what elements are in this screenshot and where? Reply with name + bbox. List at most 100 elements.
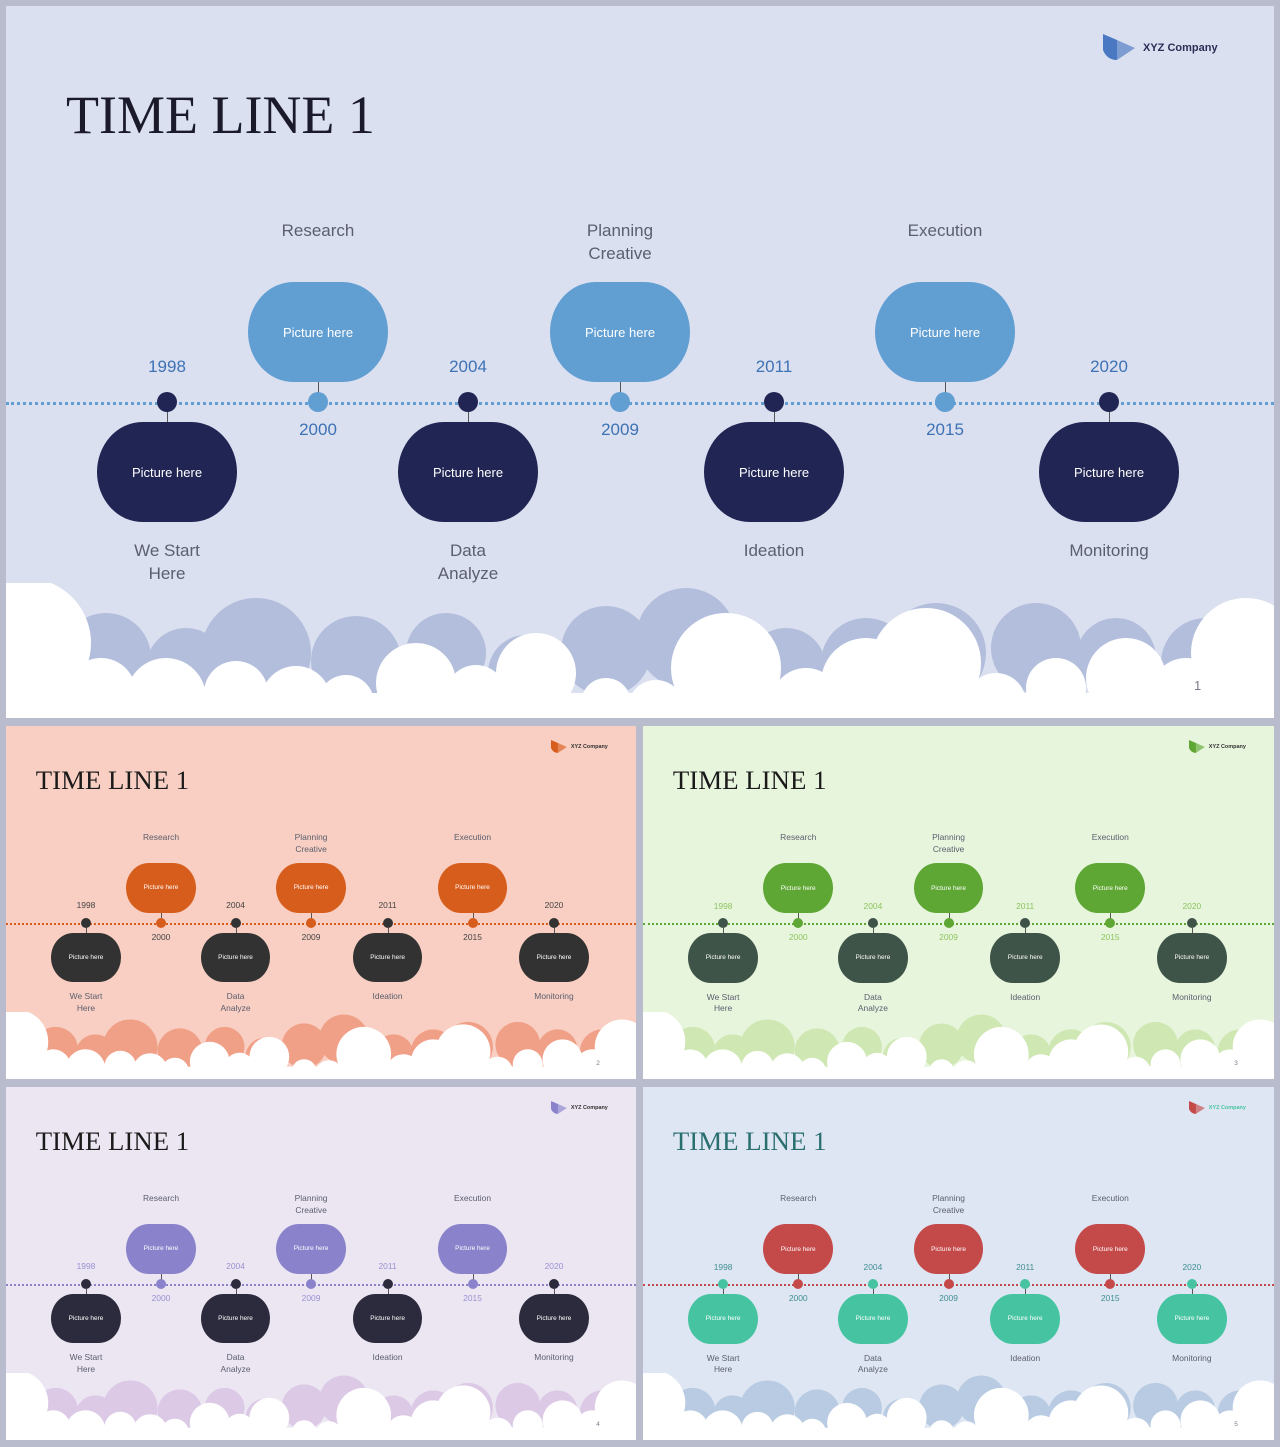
event-label: Execution	[1091, 1193, 1129, 1204]
timeline-dot	[549, 1278, 560, 1289]
event-label: Monitoring	[1172, 1352, 1212, 1363]
timeline-dot	[1105, 1279, 1116, 1290]
event-year: 2015	[463, 1292, 482, 1303]
event-year: 2011	[755, 357, 793, 376]
company-logo-icon	[1188, 739, 1205, 753]
event-label: We Start Here	[706, 991, 740, 1014]
slide-title: TIME LINE 1	[672, 764, 827, 795]
company-logo-icon	[1188, 1100, 1205, 1114]
event-year: 2020	[1182, 1261, 1202, 1272]
picture-placeholder-upper[interactable]: Picture here	[1075, 1224, 1146, 1275]
event-year: 2015	[926, 420, 964, 439]
company-name: XYZ Company	[1208, 743, 1246, 750]
timeline-dot	[1099, 392, 1119, 412]
picture-placeholder-lower[interactable]: Picture here	[838, 933, 908, 983]
event-label: We Start Here	[706, 1352, 740, 1375]
event-label: Execution	[907, 221, 983, 240]
event-year: 2004	[449, 357, 487, 376]
picture-placeholder-upper[interactable]: Picture here	[126, 1224, 196, 1274]
picture-placeholder-lower[interactable]: Picture here	[1157, 1294, 1227, 1344]
slide-title: TIME LINE 1	[35, 1125, 190, 1156]
picture-placeholder-upper[interactable]: Picture here	[248, 282, 388, 382]
picture-placeholder-lower[interactable]: Picture here	[1157, 933, 1227, 983]
clouds-decoration	[643, 1372, 1274, 1440]
picture-placeholder-lower[interactable]: Picture here	[200, 1293, 271, 1344]
event-year: 2011	[378, 1261, 397, 1272]
picture-placeholder-upper[interactable]: Picture here	[276, 863, 346, 913]
event-year: 2009	[939, 932, 958, 943]
picture-placeholder-upper[interactable]: Picture here	[550, 282, 690, 382]
picture-placeholder-lower[interactable]: Picture here	[352, 1293, 423, 1344]
page-number: 5	[1234, 1421, 1238, 1429]
picture-placeholder-lower[interactable]: Picture here	[688, 1294, 758, 1344]
picture-placeholder-lower[interactable]: Picture here	[990, 933, 1060, 983]
event-year: 2000	[788, 1293, 808, 1304]
picture-placeholder-lower[interactable]: Picture here	[990, 1294, 1060, 1344]
timeline-dot	[467, 1278, 478, 1289]
picture-placeholder-upper[interactable]: Picture here	[1075, 863, 1146, 914]
event-year: 2015	[1100, 932, 1120, 943]
event-connector	[554, 1288, 556, 1294]
timeline-dot	[1020, 1279, 1031, 1290]
event-year: 1998	[713, 900, 733, 911]
event-label: Research	[142, 1193, 180, 1204]
event-label: Research	[780, 832, 817, 843]
picture-placeholder-lower[interactable]: Picture here	[200, 932, 271, 983]
event-label: Research	[142, 832, 180, 843]
picture-placeholder-upper[interactable]: Picture here	[437, 863, 508, 913]
event-label: Monitoring	[1069, 541, 1149, 560]
picture-placeholder-upper[interactable]: Picture here	[126, 863, 196, 913]
event-year: 2011	[1016, 1261, 1035, 1272]
timeline-dot	[1105, 918, 1116, 929]
event-year: 2004	[226, 1261, 245, 1272]
timeline-dot	[1020, 918, 1031, 929]
picture-placeholder-upper[interactable]: Picture here	[276, 1224, 346, 1274]
event-year: 2009	[301, 1292, 321, 1303]
picture-placeholder-lower[interactable]: Picture here	[352, 932, 423, 983]
picture-placeholder-lower[interactable]: Picture here	[519, 932, 589, 983]
picture-placeholder-lower[interactable]: Picture here	[398, 422, 538, 522]
company-logo-icon	[551, 1100, 567, 1114]
page-number: 2	[596, 1059, 600, 1067]
picture-placeholder-lower[interactable]: Picture here	[51, 932, 121, 983]
picture-placeholder-upper[interactable]: Picture here	[875, 282, 1015, 382]
event-label: Research	[281, 221, 355, 240]
picture-placeholder-lower[interactable]: Picture here	[97, 422, 237, 522]
event-connector	[723, 1289, 725, 1294]
timeline-dot	[156, 1278, 167, 1289]
picture-placeholder-lower[interactable]: Picture here	[688, 933, 758, 983]
picture-placeholder-upper[interactable]: Picture here	[763, 1224, 834, 1275]
event-label: Execution	[1091, 832, 1129, 843]
company-logo: XYZ Company	[550, 1100, 608, 1116]
event-connector	[872, 1289, 874, 1294]
picture-placeholder-upper[interactable]: Picture here	[913, 863, 984, 914]
event-connector	[468, 412, 469, 422]
event-label: We Start Here	[69, 1352, 103, 1374]
picture-placeholder-lower[interactable]: Picture here	[1039, 422, 1179, 522]
picture-placeholder-upper[interactable]: Picture here	[913, 1224, 984, 1275]
event-year: 2000	[151, 1292, 171, 1303]
timeline-axis	[6, 922, 636, 925]
picture-placeholder-lower[interactable]: Picture here	[838, 1294, 908, 1344]
event-connector	[1109, 412, 1110, 422]
timeline-axis	[643, 1284, 1274, 1287]
picture-placeholder-lower[interactable]: Picture here	[704, 422, 844, 522]
page-number: 1	[1194, 678, 1202, 693]
timeline-dot	[718, 918, 729, 929]
slide-title: TIME LINE 1	[35, 764, 190, 795]
timeline-axis	[643, 923, 1274, 926]
timeline-dot	[718, 1279, 729, 1290]
event-label: Execution	[453, 832, 492, 843]
picture-placeholder-upper[interactable]: Picture here	[437, 1224, 508, 1274]
event-year: 1998	[148, 357, 186, 376]
picture-placeholder-lower[interactable]: Picture here	[519, 1293, 589, 1344]
event-year: 2020	[544, 900, 564, 911]
timeline-dot	[1186, 1279, 1197, 1290]
picture-placeholder-upper[interactable]: Picture here	[763, 863, 834, 914]
picture-placeholder-lower[interactable]: Picture here	[51, 1293, 121, 1344]
